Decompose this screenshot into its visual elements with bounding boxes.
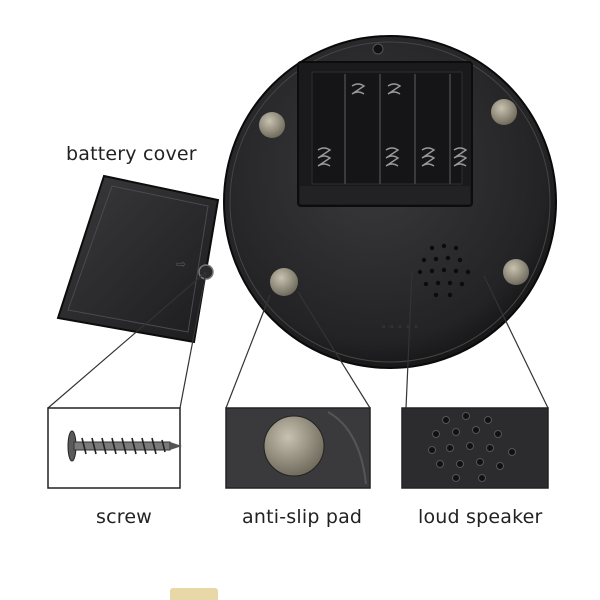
loud-speaker-inset [402, 408, 548, 488]
screw-inset [48, 408, 182, 488]
fragment [170, 588, 218, 600]
screw-label: screw [96, 506, 152, 528]
anti-slip-pad-inset [226, 408, 370, 488]
loud-speaker-label: loud speaker [418, 506, 543, 528]
battery-compartment [298, 62, 472, 206]
battery-cover-label: battery cover [66, 143, 197, 165]
svg-text:⇨: ⇨ [176, 257, 186, 271]
battery-cover: ⇨ [58, 176, 218, 342]
anti-slip-pad-label: anti-slip pad [242, 506, 362, 528]
svg-text:◦ ◦ ◦ ◦ ◦: ◦ ◦ ◦ ◦ ◦ [381, 323, 419, 333]
